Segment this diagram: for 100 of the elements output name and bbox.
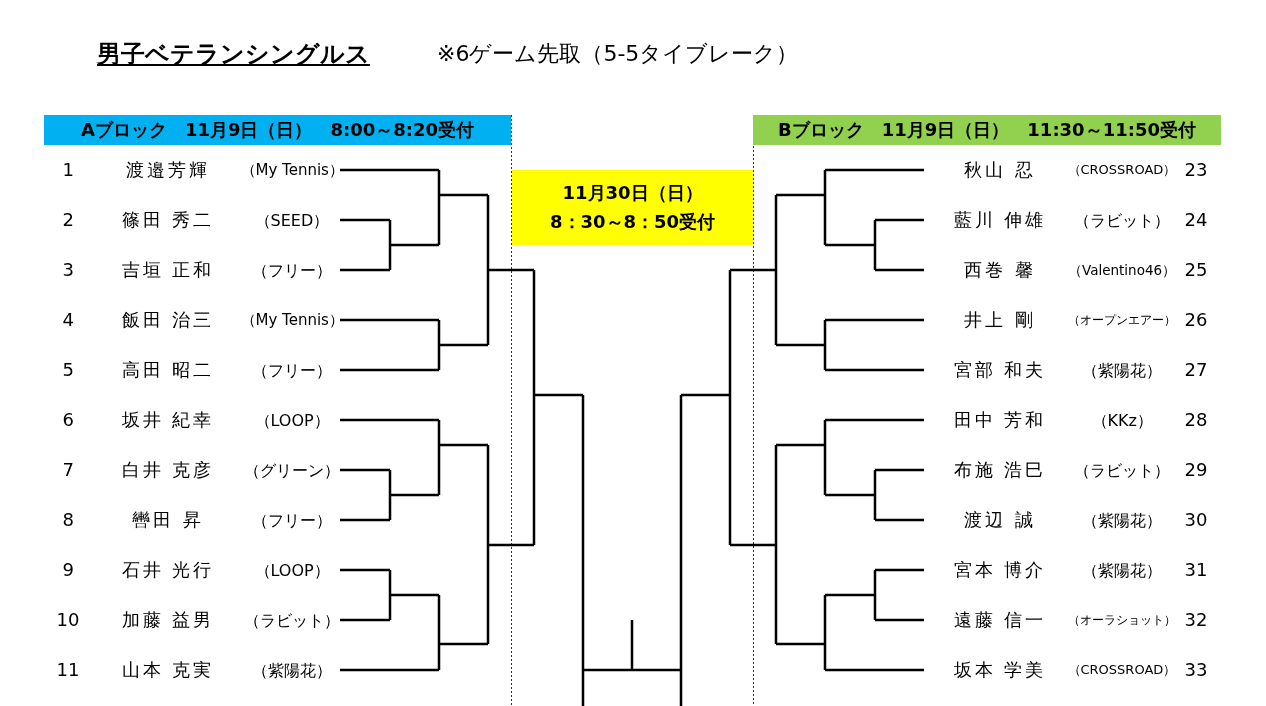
time-text: 8：30～8：50受付 <box>550 211 716 233</box>
bracket-line <box>388 218 441 272</box>
draw-number: 6 <box>62 409 74 431</box>
draw-number: 31 <box>1184 559 1208 581</box>
player-name: 秋山 忍 <box>964 159 1036 181</box>
bracket-line <box>437 418 490 497</box>
club-name: （KKz） <box>1091 410 1153 430</box>
draw-number: 2 <box>62 209 74 231</box>
bracket-line <box>532 268 585 547</box>
bracket-line <box>728 443 778 646</box>
bracket-line <box>340 618 390 622</box>
player-name: 山本 克実 <box>121 659 215 681</box>
bracket-line <box>875 218 924 222</box>
bracket-line <box>340 568 390 572</box>
bracket-line <box>486 443 536 646</box>
player-name: 吉垣 正和 <box>121 259 215 281</box>
bracket-line <box>630 620 634 670</box>
draw-number: 26 <box>1184 309 1208 331</box>
club-name: （紫陽花） <box>1082 510 1162 530</box>
bracket-line <box>875 568 924 572</box>
bracket-line <box>823 568 877 622</box>
bracket-line <box>875 618 924 622</box>
club-name: （CROSSROAD） <box>1067 162 1177 178</box>
player-name: 飯田 治三 <box>121 309 215 331</box>
player-name: 井上 剛 <box>964 309 1036 331</box>
draw-number: 27 <box>1184 359 1208 381</box>
draw-number: 23 <box>1184 159 1208 181</box>
schedule-box <box>512 170 753 245</box>
bracket-line <box>581 393 634 706</box>
player-name: 宮本 博介 <box>953 559 1047 581</box>
player-name: 轡田 昇 <box>132 509 204 531</box>
club-name: （紫陽花） <box>1082 560 1162 580</box>
club-name: （フリー） <box>252 260 332 280</box>
bracket-line <box>774 418 827 497</box>
draw-number: 3 <box>62 259 74 281</box>
bracket-line <box>774 593 827 672</box>
bracket-line <box>340 268 390 272</box>
draw-number: 5 <box>62 359 74 381</box>
draw-number: 9 <box>62 559 74 581</box>
player-name: 渡辺 誠 <box>964 509 1036 531</box>
club-name: （LOOP） <box>254 410 330 430</box>
player-name: 布施 浩巳 <box>953 459 1047 481</box>
bracket-line <box>875 468 924 472</box>
bracket-line <box>340 318 439 322</box>
club-name: （フリー） <box>252 360 332 380</box>
block-header: Bブロック 11月9日（日） 11:30～11:50受付 <box>753 115 1221 145</box>
bracket-line <box>825 318 924 322</box>
draw-number: 10 <box>56 609 80 631</box>
bracket-line <box>825 418 924 422</box>
block-header: Aブロック 11月9日（日） 8:00～8:20受付 <box>44 115 511 145</box>
club-name: （フリー） <box>252 510 332 530</box>
player-name: 西巻 馨 <box>964 259 1036 281</box>
bracket-line <box>340 668 439 672</box>
player-name: 篠田 秀二 <box>121 209 215 231</box>
bracket-line <box>728 193 778 347</box>
player-name: 坂井 紀幸 <box>121 409 215 431</box>
bracket-line <box>875 268 924 272</box>
bracket-line <box>823 468 877 522</box>
bracket-line <box>340 168 439 172</box>
bracket-line <box>774 168 827 247</box>
bracket-line <box>630 393 683 706</box>
club-name: （LOOP） <box>254 560 330 580</box>
club-name: （My Tennis） <box>240 161 344 179</box>
draw-number: 32 <box>1184 609 1208 631</box>
player-name: 藍川 伸雄 <box>953 209 1047 231</box>
bracket-line <box>340 418 439 422</box>
bracket-line <box>825 368 924 372</box>
club-name: （紫陽花） <box>252 660 332 680</box>
player-name: 渡邉芳輝 <box>126 159 210 181</box>
date-text: 11月30日（日） <box>562 182 703 204</box>
club-name: （グリーン） <box>244 460 340 480</box>
bracket-line <box>825 668 924 672</box>
club-name: （オーラショット） <box>1068 613 1176 628</box>
club-name: （オープンエアー） <box>1068 313 1176 328</box>
bracket-line <box>388 568 441 622</box>
player-name: 高田 昭二 <box>121 359 215 381</box>
bracket-line <box>486 193 536 347</box>
draw-number: 29 <box>1184 459 1208 481</box>
player-name: 坂本 学美 <box>953 659 1047 681</box>
club-name: （Valentino46） <box>1068 262 1177 279</box>
player-name: 加藤 益男 <box>121 609 215 631</box>
draw-number: 30 <box>1184 509 1208 531</box>
bracket-line <box>679 268 732 547</box>
player-name: 白井 克彦 <box>121 459 215 481</box>
bracket-line <box>825 168 924 172</box>
club-name: （ラビット） <box>1074 210 1170 230</box>
title: 男子ベテランシングルス <box>97 39 370 69</box>
draw-number: 7 <box>62 459 74 481</box>
bracket-line <box>437 168 490 247</box>
bracket-line <box>340 518 390 522</box>
club-name: （ラビット） <box>244 610 340 630</box>
draw-number: 24 <box>1184 209 1208 231</box>
club-name: （SEED） <box>254 210 330 230</box>
draw-number: 33 <box>1184 659 1208 681</box>
bracket-line <box>437 318 490 372</box>
bracket-line <box>875 518 924 522</box>
bracket-line <box>340 218 390 222</box>
draw-number: 28 <box>1184 409 1208 431</box>
player-name: 遠藤 信一 <box>953 609 1047 631</box>
club-name: （CROSSROAD） <box>1067 662 1177 678</box>
